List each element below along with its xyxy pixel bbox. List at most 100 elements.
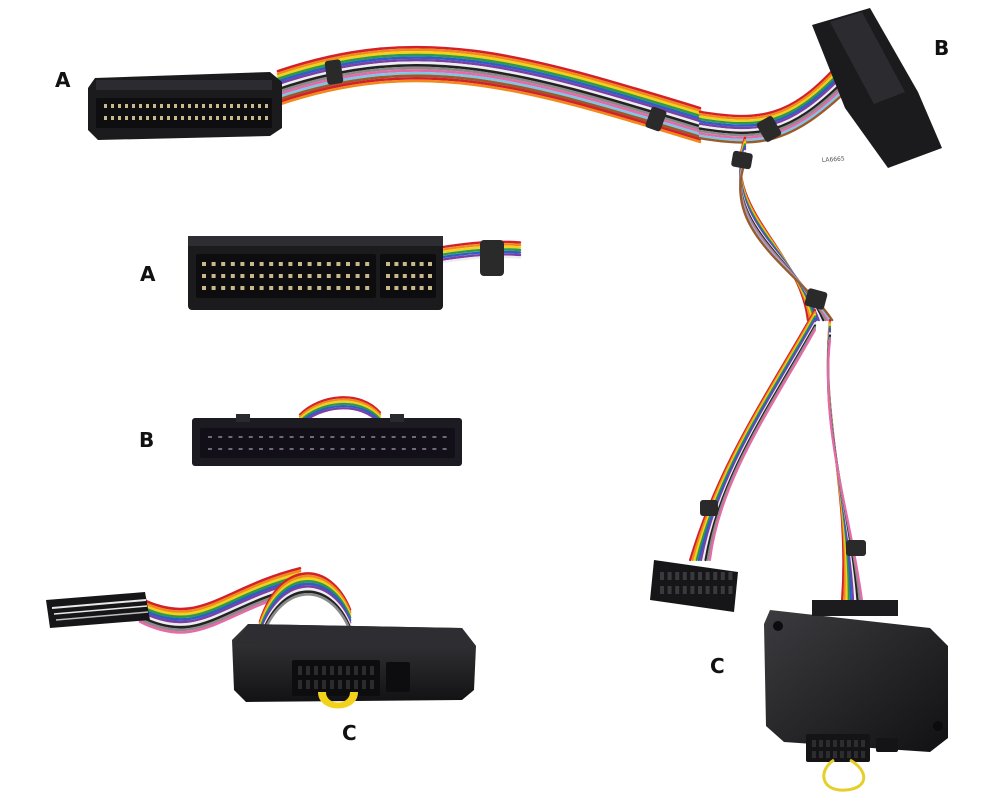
connector-pin bbox=[402, 274, 407, 278]
connector-pin bbox=[310, 436, 314, 438]
connector-pin bbox=[330, 666, 334, 675]
connector-pin bbox=[259, 274, 264, 278]
connector-pin bbox=[346, 262, 350, 266]
connector-pin bbox=[355, 274, 360, 278]
connector-pin bbox=[195, 104, 198, 108]
wire bbox=[276, 77, 702, 141]
connector-pin bbox=[208, 448, 212, 450]
wire bbox=[826, 330, 855, 602]
connector-pin bbox=[330, 680, 334, 689]
connector-pin bbox=[346, 274, 350, 278]
connector-pin bbox=[259, 262, 264, 266]
connector-pin bbox=[244, 116, 247, 120]
connector-pin bbox=[314, 666, 318, 675]
wire bbox=[138, 580, 302, 624]
connector-pin bbox=[269, 286, 274, 290]
interface-module-c-right bbox=[764, 600, 948, 792]
connector-pin bbox=[132, 104, 135, 108]
wire bbox=[276, 48, 702, 112]
connector-pin bbox=[306, 666, 310, 675]
connector-pin bbox=[289, 448, 294, 450]
connector-pin bbox=[428, 262, 432, 266]
connector-pin bbox=[238, 448, 243, 450]
connector-pin bbox=[322, 680, 326, 689]
connector-pin bbox=[401, 436, 406, 438]
wire bbox=[298, 398, 382, 418]
connector-pin bbox=[365, 286, 370, 290]
connector-pin bbox=[422, 436, 427, 438]
connector-pin bbox=[354, 666, 358, 675]
connector-pin bbox=[298, 274, 302, 278]
connector-pin bbox=[833, 740, 837, 747]
connector-pin bbox=[278, 274, 283, 278]
connector-pin bbox=[728, 586, 733, 594]
connector-pin bbox=[111, 116, 114, 120]
connector-pin bbox=[188, 104, 191, 108]
connector-pin bbox=[346, 666, 350, 675]
wire bbox=[138, 567, 302, 611]
connector-pin bbox=[307, 274, 312, 278]
connector-pin bbox=[288, 274, 293, 278]
connector-pin bbox=[299, 436, 304, 438]
connector-pin bbox=[847, 751, 851, 758]
connector-pin bbox=[202, 262, 206, 266]
connector-pin bbox=[330, 436, 335, 438]
connector-pin bbox=[840, 751, 844, 758]
connector-pin bbox=[355, 262, 360, 266]
connector-pin bbox=[244, 104, 247, 108]
connector-b-main: LA6665 bbox=[812, 8, 942, 168]
connector-small-left bbox=[46, 592, 150, 628]
connector-pin bbox=[202, 286, 206, 290]
connector-label-a-top: A bbox=[55, 68, 71, 92]
connector-pin bbox=[326, 286, 331, 290]
connector-pin bbox=[298, 680, 302, 689]
connector-pin bbox=[386, 262, 390, 266]
connector-pin bbox=[812, 740, 816, 747]
connector-pin bbox=[422, 448, 427, 450]
connector-pin bbox=[216, 116, 219, 120]
connector-pin bbox=[419, 262, 424, 266]
connector-pin bbox=[307, 262, 312, 266]
connector-pin bbox=[278, 286, 283, 290]
connector-pin bbox=[181, 116, 184, 120]
connector-pin bbox=[223, 116, 226, 120]
connector-pin bbox=[340, 436, 345, 438]
connector-pin bbox=[355, 286, 360, 290]
connector-pin bbox=[153, 104, 156, 108]
wire bbox=[258, 593, 352, 644]
connector-pin bbox=[279, 448, 284, 450]
wire bbox=[698, 70, 839, 122]
connector-pin bbox=[320, 436, 325, 438]
wire bbox=[708, 328, 817, 562]
connector-pin bbox=[216, 104, 219, 108]
connector-pin bbox=[209, 116, 212, 120]
connector-pin bbox=[720, 586, 725, 594]
connector-pin bbox=[402, 262, 407, 266]
wire bbox=[138, 574, 302, 619]
wire bbox=[138, 572, 302, 616]
module-label-c-right: C bbox=[710, 654, 725, 678]
connector-pin bbox=[394, 262, 399, 266]
release-loop bbox=[822, 758, 866, 792]
connector-pin bbox=[298, 286, 302, 290]
connector-pin bbox=[713, 572, 718, 580]
connector-pin bbox=[317, 262, 322, 266]
connector-pin bbox=[833, 751, 837, 758]
connector-pin bbox=[228, 436, 233, 438]
connector-pin bbox=[391, 448, 396, 450]
wire bbox=[700, 320, 817, 562]
connector-pin bbox=[411, 274, 416, 278]
connector-pin bbox=[322, 666, 326, 675]
connector-pin bbox=[698, 586, 702, 594]
connector-pin bbox=[230, 116, 233, 120]
connector-pin bbox=[362, 680, 366, 689]
connector-pin bbox=[139, 104, 142, 108]
wire bbox=[739, 145, 818, 322]
connector-pin bbox=[218, 436, 223, 438]
connector-pin bbox=[861, 740, 865, 747]
connector-pin bbox=[218, 448, 223, 450]
connector-pin bbox=[819, 740, 823, 747]
connector-pin bbox=[240, 274, 245, 278]
connector-pin bbox=[209, 104, 212, 108]
connector-pin bbox=[317, 286, 322, 290]
